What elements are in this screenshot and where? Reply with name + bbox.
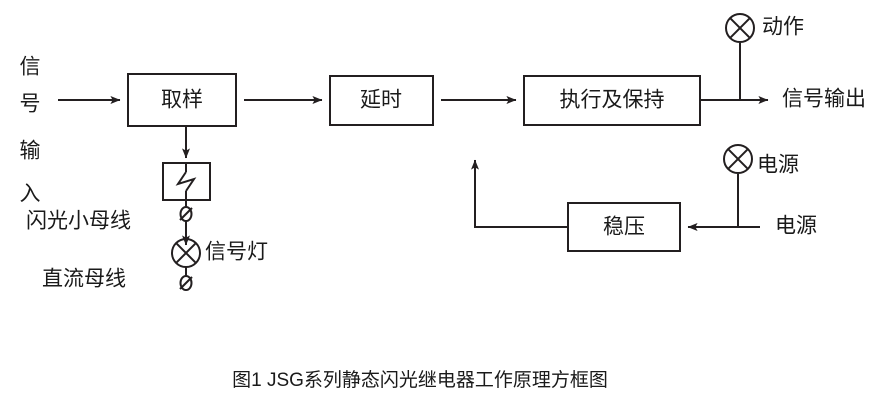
relay-contact-switch-glyph bbox=[175, 171, 197, 192]
action-lamp-label: 动作 bbox=[762, 16, 804, 39]
input-label-char-1: 信 bbox=[20, 56, 41, 79]
block-delay-rect bbox=[329, 75, 434, 126]
input-label-char-3: 输 bbox=[20, 140, 41, 163]
block-regulator[interactable]: 稳压 bbox=[567, 202, 681, 252]
signal-lamp-label: 信号灯 bbox=[205, 241, 268, 264]
action-lamp-cross-2 bbox=[729, 17, 751, 39]
power-lamp-icon bbox=[723, 144, 753, 174]
power-lamp-cross-2 bbox=[727, 148, 749, 170]
block-sampling[interactable]: 取样 bbox=[127, 73, 237, 127]
input-label-char-4: 入 bbox=[20, 183, 41, 206]
action-lamp-icon bbox=[725, 13, 755, 43]
signal-lamp-cross-2 bbox=[175, 242, 197, 264]
action-lamp-circle bbox=[725, 13, 755, 43]
flash-bus-label: 闪光小母线 bbox=[26, 210, 131, 233]
block-execute-rect bbox=[523, 75, 701, 126]
power-input-label: 电源 bbox=[775, 215, 817, 238]
terminal-upper-slash bbox=[179, 207, 193, 221]
block-regulator-rect bbox=[567, 202, 681, 252]
block-sampling-label: 取样 bbox=[161, 89, 203, 112]
dc-bus-label: 直流母线 bbox=[42, 268, 126, 291]
block-delay[interactable]: 延时 bbox=[329, 75, 434, 126]
terminal-lower-icon bbox=[179, 275, 193, 291]
block-regulator-label: 稳压 bbox=[603, 216, 645, 239]
block-sampling-rect bbox=[127, 73, 237, 127]
block-execute[interactable]: 执行及保持 bbox=[523, 75, 701, 126]
wire-regulator-to-execute bbox=[471, 159, 568, 228]
block-delay-label: 延时 bbox=[360, 89, 402, 112]
figure-caption: 图1 JSG系列静态闪光继电器工作原理方框图 bbox=[232, 369, 608, 391]
relay-contact-box[interactable] bbox=[162, 162, 211, 201]
signal-input-label: 信 号 输 入 bbox=[20, 56, 41, 206]
block-execute-label: 执行及保持 bbox=[560, 89, 665, 112]
signal-output-label: 信号输出 bbox=[782, 88, 866, 111]
terminal-lower-slash bbox=[179, 276, 193, 290]
terminal-upper-icon bbox=[179, 200, 193, 222]
power-lamp-label: 电源 bbox=[757, 154, 799, 177]
input-label-char-2: 号 bbox=[20, 93, 41, 116]
power-lamp-circle bbox=[723, 144, 753, 174]
terminal-lower-circle bbox=[179, 275, 193, 291]
